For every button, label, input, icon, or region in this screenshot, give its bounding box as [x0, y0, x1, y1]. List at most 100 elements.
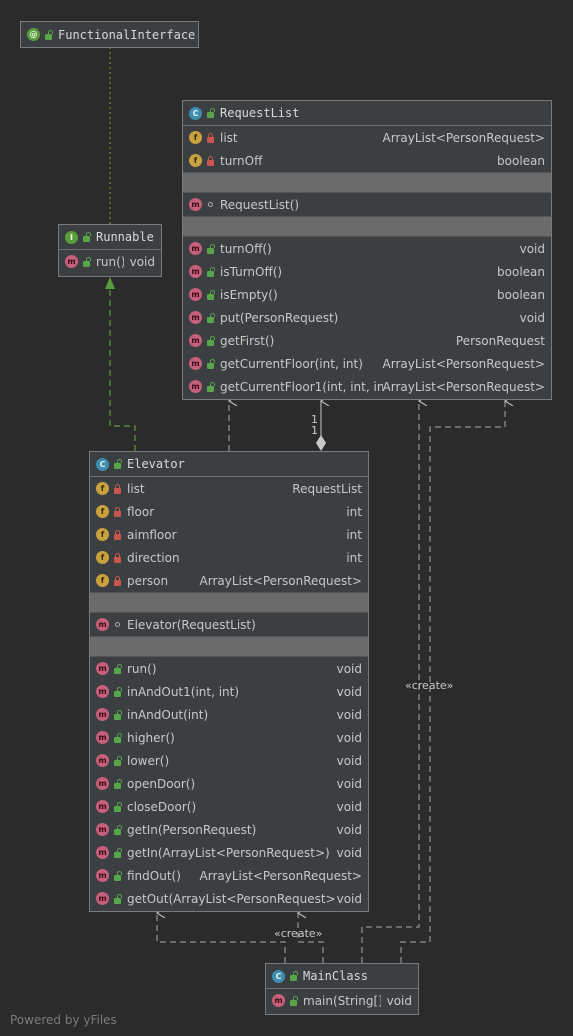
method-row[interactable]: m main(String[]) void	[266, 989, 418, 1012]
public-visibility-icon	[206, 381, 215, 392]
field-type: ArrayList<PersonRequest>	[382, 130, 545, 145]
private-visibility-icon	[113, 506, 121, 517]
dependency-edge-main-elevator-a	[298, 913, 324, 963]
method-name: findOut()	[127, 868, 181, 883]
method-name: inAndOut1(int, int)	[127, 684, 240, 699]
runnable-node[interactable]: I Runnable m run() void	[58, 224, 162, 277]
field-icon: f	[189, 131, 202, 144]
method-row[interactable]: m run() void	[59, 250, 161, 273]
method-icon: m	[189, 311, 202, 324]
realization-edge	[109, 288, 136, 451]
field-name: list	[127, 481, 145, 496]
realization-arrowhead	[105, 277, 115, 289]
constructor-name: RequestList()	[220, 197, 300, 212]
method-type: ArrayList<PersonRequest>	[382, 379, 545, 394]
public-visibility-icon	[206, 243, 215, 254]
method-name: isEmpty()	[220, 287, 278, 302]
method-row[interactable]: m getIn(ArrayList<PersonRequest>) void	[90, 841, 368, 864]
method-icon: m	[189, 198, 202, 211]
method-type: void	[386, 993, 412, 1008]
abstract-method-icon: m	[65, 255, 78, 268]
method-type: boolean	[497, 264, 545, 279]
method-icon: m	[96, 754, 109, 767]
class-icon: C	[189, 106, 202, 120]
method-name: getCurrentFloor(int, int)	[220, 356, 363, 371]
mainclass-node[interactable]: C MainClass m main(String[]) void	[265, 963, 419, 1015]
method-type: void	[336, 799, 362, 814]
method-name: lower()	[127, 753, 170, 768]
method-icon: m	[189, 265, 202, 278]
method-row[interactable]: m isEmpty() boolean	[183, 283, 551, 306]
public-visibility-icon	[44, 29, 53, 40]
package-visibility-icon	[114, 622, 120, 627]
method-type: void	[336, 707, 362, 722]
method-icon: m	[189, 288, 202, 301]
constructor-row[interactable]: m RequestList()	[183, 193, 551, 216]
public-visibility-icon	[113, 778, 122, 789]
method-name: run()	[96, 254, 124, 269]
method-name: getOut(ArrayList<PersonRequest>)	[127, 891, 337, 906]
method-icon: m	[96, 892, 109, 905]
method-icon: m	[96, 846, 109, 859]
method-name: higher()	[127, 730, 175, 745]
node-title: MainClass	[303, 969, 369, 983]
aggregation-diamond	[316, 435, 326, 451]
method-name: getIn(ArrayList<PersonRequest>)	[127, 845, 330, 860]
public-visibility-icon	[289, 971, 298, 981]
field-type: RequestList	[292, 481, 362, 496]
method-name: run()	[127, 661, 157, 676]
public-visibility-icon	[113, 732, 122, 743]
private-visibility-icon	[113, 575, 121, 586]
method-type: PersonRequest	[455, 333, 545, 348]
functional-interface-node[interactable]: @ FunctionalInterface	[20, 21, 199, 48]
method-type: boolean	[497, 287, 545, 302]
create-label: «create»	[405, 679, 454, 692]
private-visibility-icon	[113, 483, 121, 494]
method-name: openDoor()	[127, 776, 196, 791]
public-visibility-icon	[289, 995, 298, 1006]
public-visibility-icon	[113, 755, 122, 766]
node-title: FunctionalInterface	[58, 27, 196, 42]
public-visibility-icon	[113, 870, 122, 881]
public-visibility-icon	[206, 335, 215, 346]
dependency-edge-main-elevator-b	[157, 913, 286, 963]
method-name: getFirst()	[220, 333, 275, 348]
main-class-icon: C	[272, 969, 285, 983]
method-row[interactable]: m lower() void	[90, 749, 368, 772]
public-visibility-icon	[206, 358, 215, 369]
field-icon: f	[96, 574, 109, 587]
section-separator	[183, 216, 551, 237]
method-icon: m	[96, 618, 109, 631]
method-type: void	[336, 845, 362, 860]
field-type: int	[346, 527, 362, 542]
method-icon: m	[96, 708, 109, 721]
method-name: put(PersonRequest)	[220, 310, 339, 325]
method-type: void	[336, 753, 362, 768]
node-title: RequestList	[220, 106, 300, 120]
